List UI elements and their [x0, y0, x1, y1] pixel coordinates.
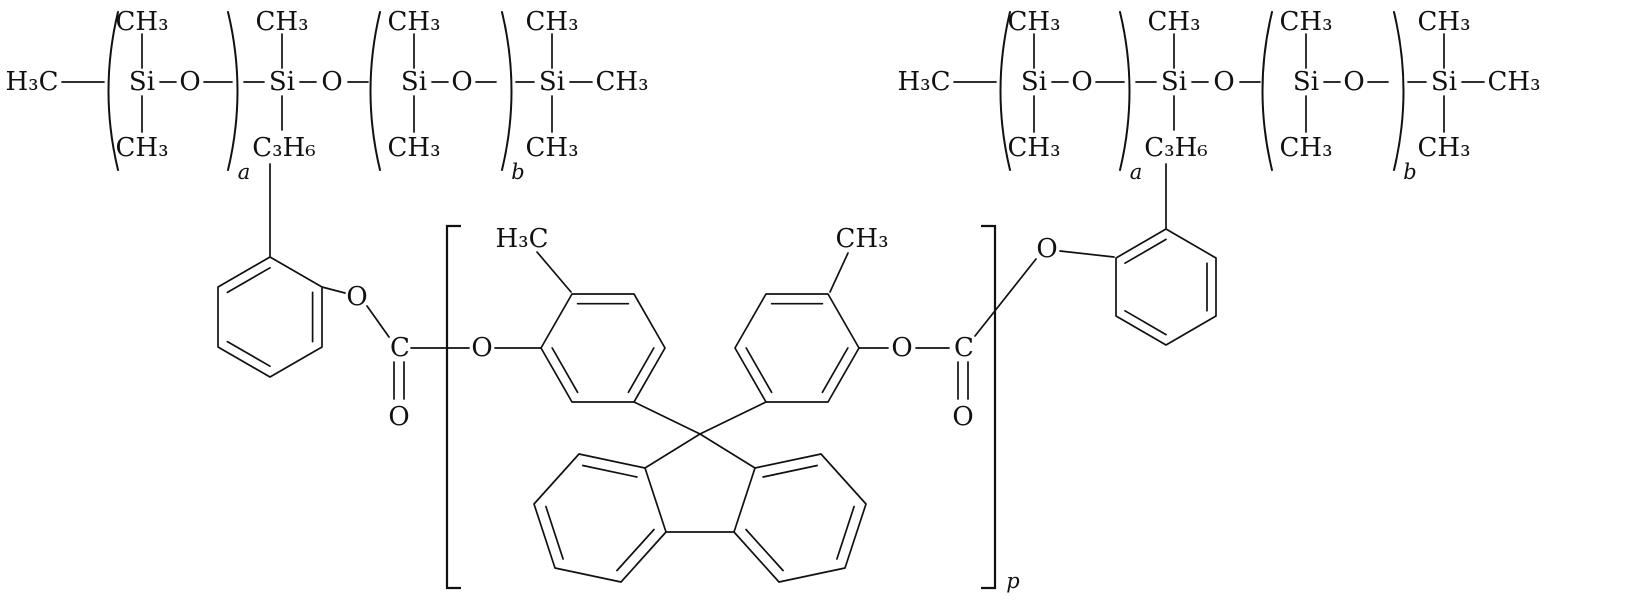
- repeat-paren-open-a: [107, 11, 119, 171]
- methyl-group-label: CH₃: [1008, 133, 1061, 163]
- si-atom-label: Si: [1431, 67, 1457, 97]
- left-carbonate-group: O C O: [321, 282, 470, 432]
- right-phenylene-ring: O: [1036, 228, 1217, 346]
- methyl-group-label: CH₃: [526, 7, 579, 37]
- terminal-methyl-label: H₃C: [6, 67, 59, 97]
- repeat-paren-close-a: [1119, 11, 1131, 171]
- repeat-paren-open-b: [369, 11, 381, 171]
- ring-methyl-label: H₃C: [496, 224, 549, 254]
- terminal-methyl-label: CH₃: [596, 67, 649, 97]
- methyl-group-label: CH₃: [388, 133, 441, 163]
- left-phenylene-ring: [217, 256, 323, 378]
- terminal-oxygen-label: O: [1036, 234, 1057, 264]
- right-siloxane-chain: H₃C CH₃ Si O CH₃ a CH₃ Si O C₃H₆ CH₃ Si …: [898, 7, 1541, 230]
- methyl-group-label: CH₃: [256, 7, 309, 37]
- repeat-subscript-a: a: [238, 160, 251, 184]
- oxygen-atom-label: O: [179, 67, 200, 97]
- propyl-linker-label: C₃H₆: [252, 133, 315, 163]
- si-atom-label: Si: [129, 67, 155, 97]
- ring-methyl-label: CH₃: [836, 224, 889, 254]
- oxygen-atom-label: O: [1071, 67, 1092, 97]
- si-atom-label: Si: [269, 67, 295, 97]
- methyl-group-label: CH₃: [388, 7, 441, 37]
- si-atom-label: Si: [401, 67, 427, 97]
- carbonyl-carbon-label: C: [390, 333, 410, 363]
- carbonyl-oxygen-label: O: [952, 402, 973, 432]
- left-repeat-bracket: [445, 224, 461, 590]
- repeat-oxygen-label: O: [471, 333, 492, 363]
- carbonyl-oxygen-label: O: [388, 402, 409, 432]
- oxygen-atom-label: O: [1213, 67, 1234, 97]
- methyl-group-label: CH₃: [1280, 133, 1333, 163]
- repeat-paren-close-a: [227, 11, 239, 171]
- si-atom-label: Si: [539, 67, 565, 97]
- cresol-ring-2: CH₃: [734, 224, 889, 403]
- repeat-paren-open-a: [999, 11, 1011, 171]
- polycarbonate-repeat-unit: O H₃C CH₃: [471, 224, 1037, 583]
- terminal-methyl-label: H₃C: [898, 67, 951, 97]
- oxygen-atom-label: O: [321, 67, 342, 97]
- cresol-ring-1: H₃C: [496, 224, 666, 403]
- right-repeat-bracket: [981, 224, 997, 590]
- terminal-methyl-label: CH₃: [1488, 67, 1541, 97]
- right-carbonate-group: O C O: [858, 258, 1037, 432]
- si-atom-label: Si: [1161, 67, 1187, 97]
- repeat-subscript-a: a: [1130, 160, 1143, 184]
- repeat-paren-open-b: [1261, 11, 1273, 171]
- methyl-group-label: CH₃: [1418, 7, 1471, 37]
- methyl-group-label: CH₃: [1418, 133, 1471, 163]
- repeat-subscript-b: b: [511, 160, 524, 184]
- fluorene-unit: [533, 401, 867, 583]
- methyl-group-label: CH₃: [1280, 7, 1333, 37]
- si-atom-label: Si: [1021, 67, 1047, 97]
- methyl-group-label: CH₃: [116, 7, 169, 37]
- methyl-group-label: CH₃: [526, 133, 579, 163]
- methyl-group-label: CH₃: [1008, 7, 1061, 37]
- methyl-group-label: CH₃: [116, 133, 169, 163]
- right-chain-parens: [999, 11, 1405, 171]
- repeat-subscript-p: p: [1006, 569, 1019, 593]
- right-chain-bonds: [953, 33, 1485, 230]
- repeat-subscript-b: b: [1403, 160, 1416, 184]
- propyl-linker-label: C₃H₆: [1144, 133, 1207, 163]
- ester-oxygen-label: O: [891, 333, 912, 363]
- si-atom-label: Si: [1293, 67, 1319, 97]
- left-siloxane-chain: H₃C CH₃ Si O CH₃ a CH₃ Si O C₃H₆ CH₃ Si …: [6, 7, 649, 258]
- repeat-paren-close-b: [1393, 11, 1405, 171]
- repeat-paren-close-b: [501, 11, 513, 171]
- methyl-group-label: CH₃: [1148, 7, 1201, 37]
- oxygen-atom-label: O: [451, 67, 472, 97]
- left-chain-parens: [107, 11, 513, 171]
- oxygen-atom-label: O: [1343, 67, 1364, 97]
- left-chain-bonds: [61, 33, 593, 258]
- ester-oxygen-label: O: [346, 282, 367, 312]
- carbonyl-carbon-label: C: [954, 333, 974, 363]
